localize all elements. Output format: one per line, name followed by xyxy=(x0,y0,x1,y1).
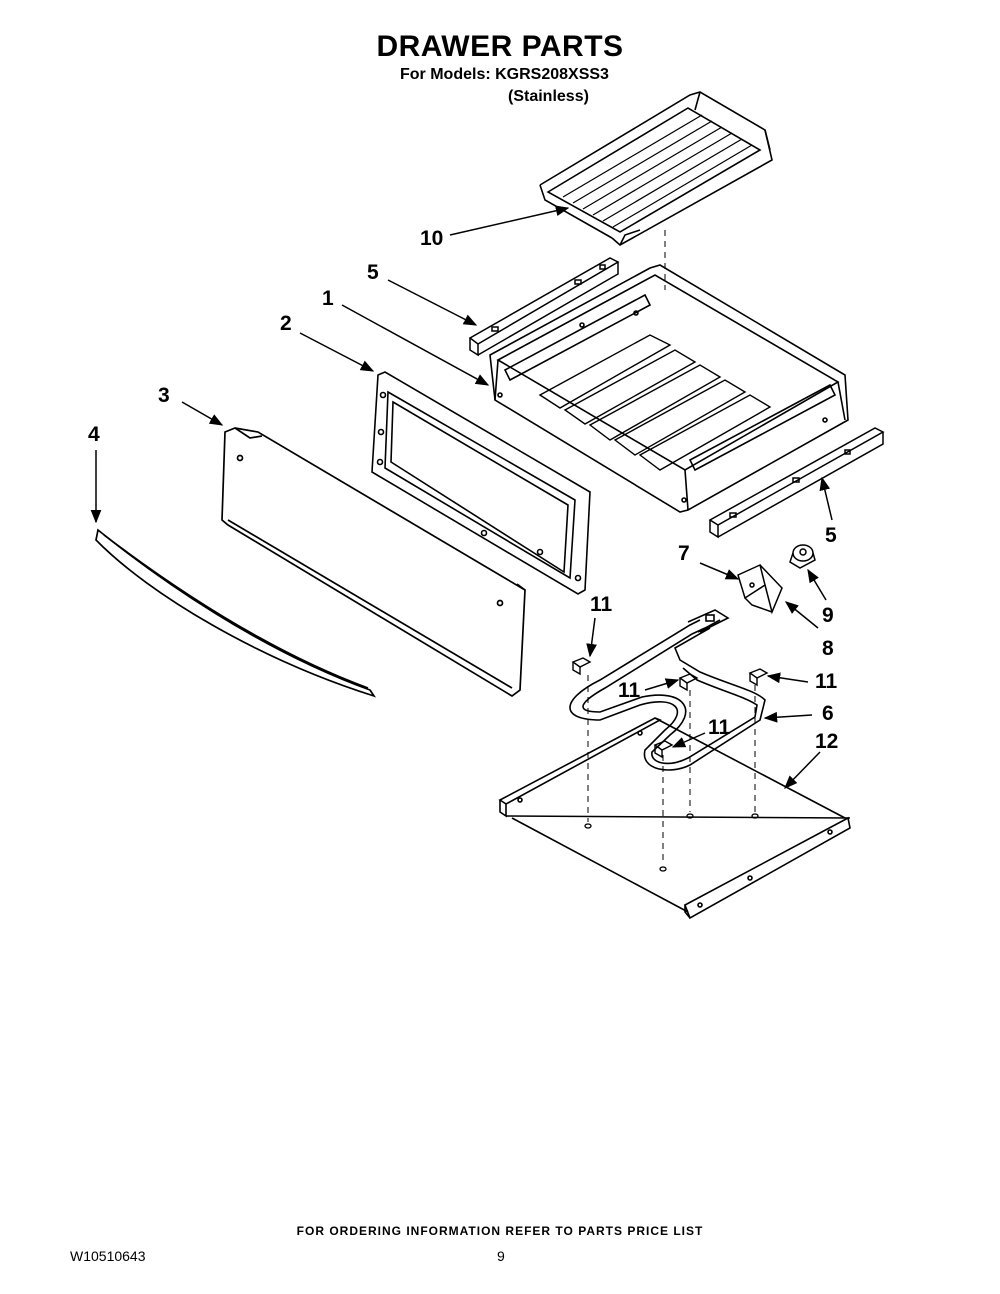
doc-number: W10510643 xyxy=(70,1248,146,1264)
part-3-door-panel xyxy=(221,427,526,698)
part-4-handle xyxy=(95,528,377,698)
finish-line: (Stainless) xyxy=(508,88,589,105)
page-title: DRAWER PARTS xyxy=(376,30,624,63)
part-10-rack xyxy=(539,91,773,246)
callout-9: 9 xyxy=(822,604,834,627)
callout-12: 12 xyxy=(815,730,838,753)
callout-11-d: 11 xyxy=(708,716,731,739)
callout-11-a: 11 xyxy=(590,593,613,616)
callout-6: 6 xyxy=(822,702,834,725)
part-5-lower-rail xyxy=(708,427,885,539)
part-11-clips xyxy=(571,657,769,759)
part-6-element xyxy=(569,609,766,771)
models-line: For Models: KGRS208XSS3 xyxy=(400,66,609,83)
callout-3: 3 xyxy=(158,384,170,407)
part-9-thermostat xyxy=(789,544,816,569)
screws xyxy=(584,813,759,872)
callout-5-lower: 5 xyxy=(825,524,837,547)
part-7-bracket xyxy=(737,563,783,615)
part-5-upper-rail xyxy=(468,257,620,357)
callout-11-b: 11 xyxy=(618,679,641,702)
callout-10: 10 xyxy=(420,227,443,250)
screw-lines xyxy=(587,675,756,865)
part-1-drawer-body xyxy=(489,264,849,513)
ordering-note: FOR ORDERING INFORMATION REFER TO PARTS … xyxy=(296,1224,704,1238)
callout-4: 4 xyxy=(88,423,100,446)
part-2-door-frame xyxy=(371,371,591,595)
callout-8: 8 xyxy=(822,637,834,660)
part-12-bottom-plate xyxy=(498,717,851,920)
callout-11-c: 11 xyxy=(815,670,838,693)
callout-5-upper: 5 xyxy=(367,261,379,284)
callout-1: 1 xyxy=(322,287,334,310)
page-number: 9 xyxy=(497,1248,505,1264)
callout-2: 2 xyxy=(280,312,292,335)
callout-7: 7 xyxy=(678,542,690,565)
leader-arrows xyxy=(90,205,833,789)
